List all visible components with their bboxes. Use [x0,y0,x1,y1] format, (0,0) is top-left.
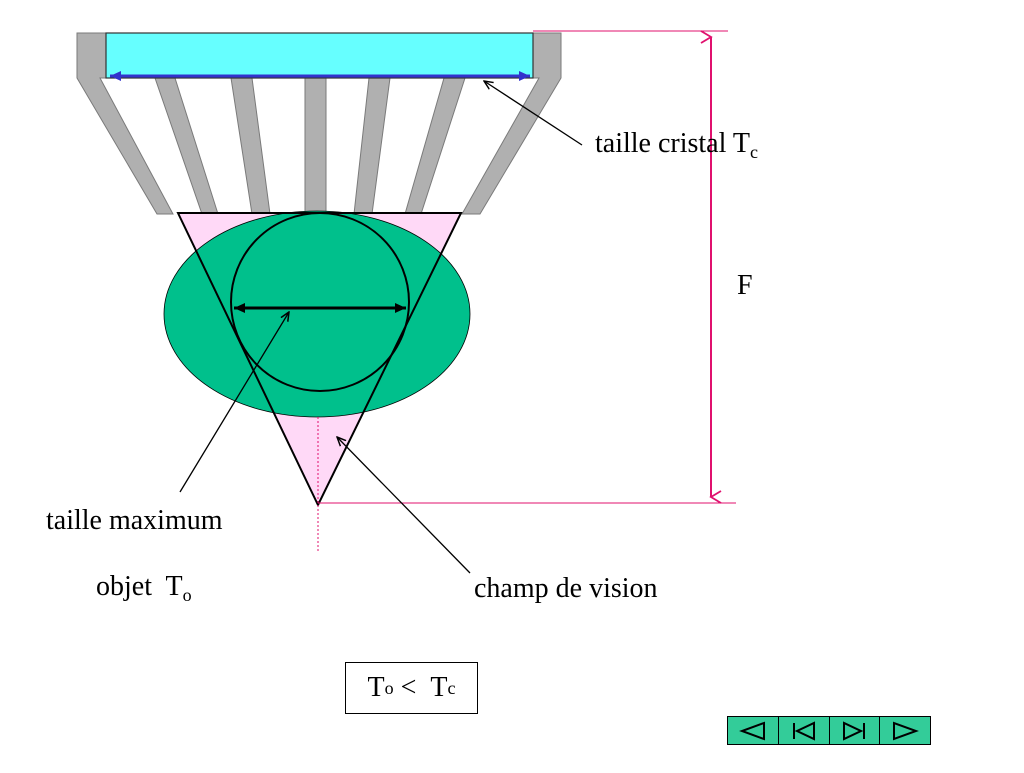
septum-3 [230,77,271,215]
field-of-view-label: champ de vision [474,573,658,604]
septum-5 [353,77,391,215]
last-button[interactable] [829,717,881,744]
formula-left: T [367,672,385,703]
skip-first-icon [792,720,815,741]
focal-label: F [737,270,753,301]
crystal-size-label: taille cristal Tc [595,128,758,162]
septum-4 [304,77,327,215]
max-size-text: objet T [96,571,183,602]
max-size-label-line1: taille maximum [46,505,223,536]
triangle-right-icon [893,721,920,740]
field-leader [337,437,471,574]
skip-last-icon [843,720,866,741]
object-leader [179,312,289,493]
crystal-size-sub: c [749,142,758,162]
triangle-left-icon [738,721,765,740]
max-size-label-line2: objet To [96,571,192,605]
slide-navigation [727,716,931,745]
crystal-leader [484,81,583,146]
object-ellipse [163,210,471,418]
max-object-circle [230,212,410,392]
septum-7 [461,32,562,215]
previous-button[interactable] [728,717,779,744]
first-button[interactable] [778,717,830,744]
crystal [105,32,534,79]
max-size-sub: o [182,585,192,605]
septum-2 [154,77,219,215]
septum-6 [404,77,466,215]
next-button[interactable] [880,717,930,744]
formula-operator: < [393,672,431,703]
formula-right: T [430,672,448,703]
crystal-size-text: taille cristal T [595,128,750,159]
